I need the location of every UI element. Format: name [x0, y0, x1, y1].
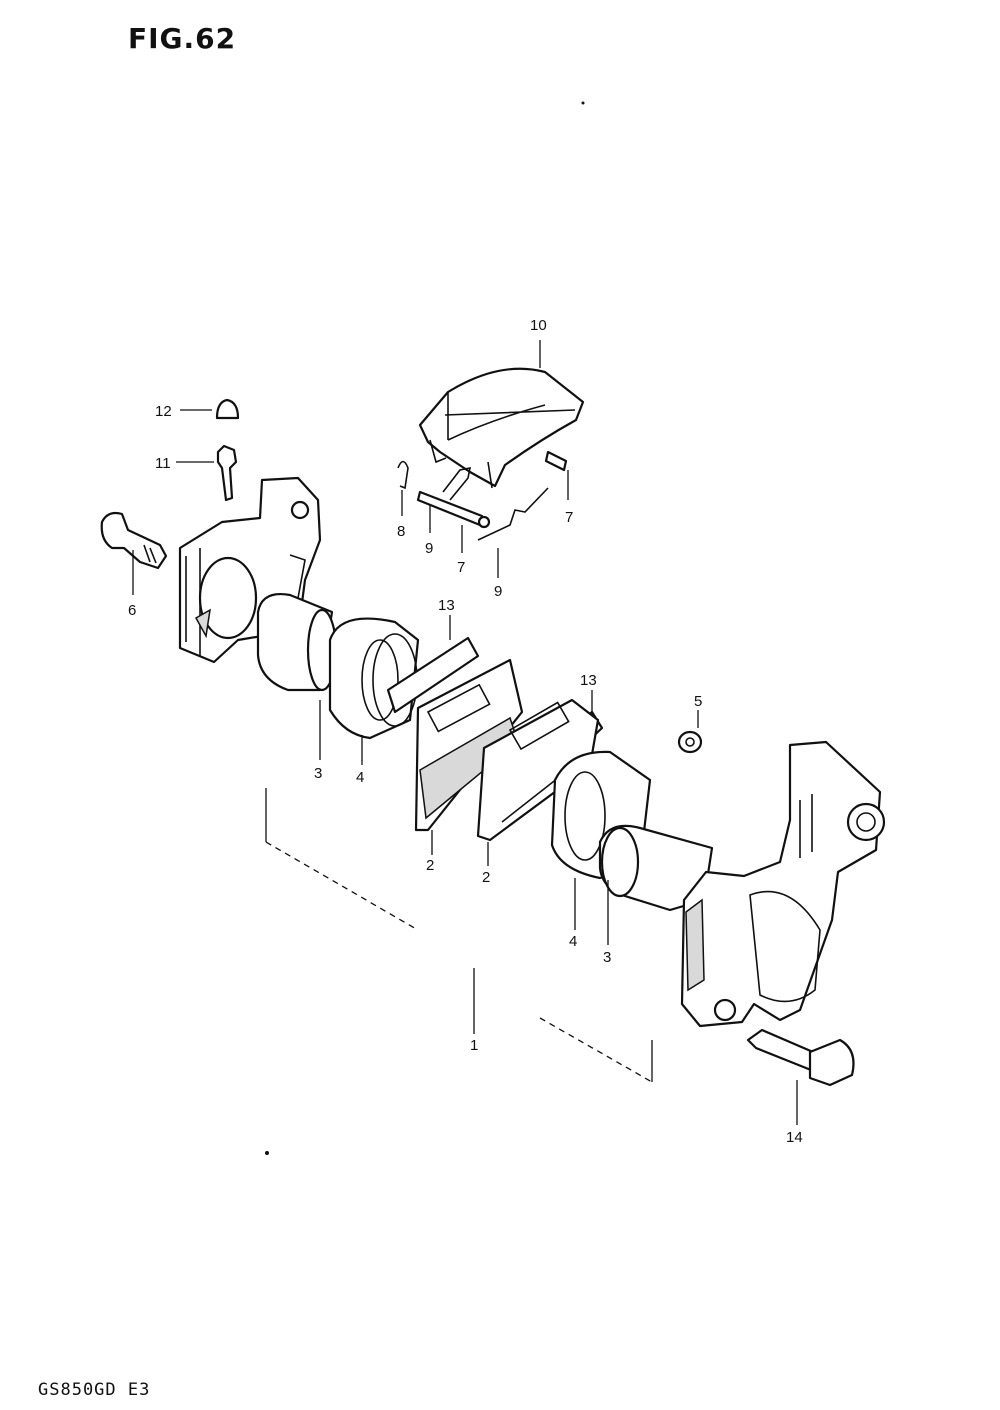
callout-5: 5: [694, 693, 702, 710]
callout-12: 12: [155, 403, 172, 420]
callout-7-right: 7: [565, 509, 573, 526]
part-10-pad-cover: [418, 340, 585, 489]
callout-4-left: 4: [356, 769, 364, 786]
part-3-piston-left: [256, 593, 338, 760]
part-9-pad-spring: [429, 466, 549, 578]
callout-3-right: 3: [603, 949, 611, 966]
part-13-shim-left: [386, 615, 480, 714]
callout-9-right: 9: [494, 583, 502, 600]
callout-3-left: 3: [314, 765, 322, 782]
callout-13-right: 13: [580, 672, 597, 689]
part-14-mounting-bolt: [746, 1028, 855, 1125]
part-8-clip: [397, 460, 409, 516]
model-code: GS850GD E3: [38, 1380, 151, 1400]
part-7-pad-pin: [416, 450, 569, 553]
callout-8: 8: [397, 523, 405, 540]
callout-11: 11: [155, 455, 171, 472]
callout-1: 1: [470, 1037, 478, 1054]
callout-14: 14: [786, 1129, 803, 1146]
assembly-bracket-lines: [265, 788, 653, 1083]
callout-2-right: 2: [482, 869, 490, 886]
callout-13-left: 13: [438, 597, 455, 614]
callout-10: 10: [530, 317, 547, 334]
part-3-piston-right: [598, 824, 714, 945]
part-5-washer: [677, 710, 703, 754]
part-11-bleeder-valve: [176, 444, 238, 502]
part-6-mounting-bolt: [100, 511, 168, 595]
right-caliper-body: [680, 740, 886, 1028]
figure-title: FIG.62: [128, 22, 237, 55]
part-12-bleeder-cap: [180, 398, 240, 420]
callout-7-left: 7: [457, 559, 465, 576]
callout-4-right: 4: [569, 933, 577, 950]
callout-6: 6: [128, 602, 136, 619]
callout-2-left: 2: [426, 857, 434, 874]
callout-9-left: 9: [425, 540, 433, 557]
